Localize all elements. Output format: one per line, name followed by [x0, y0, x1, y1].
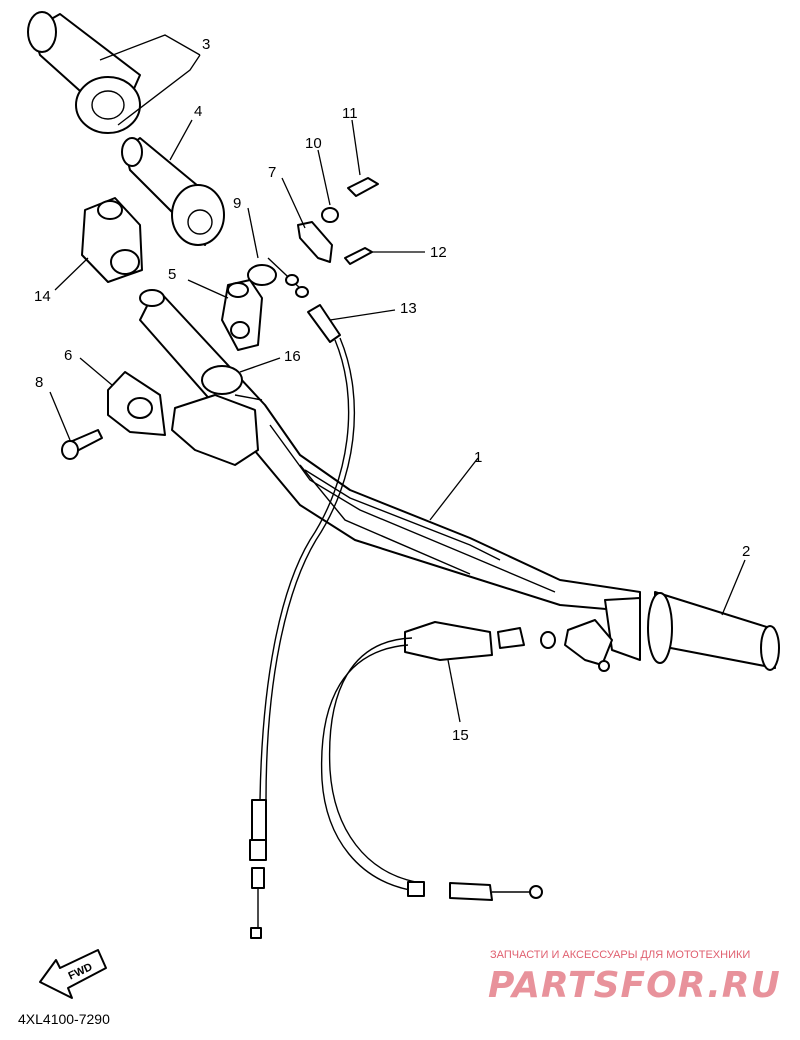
- throttle-housing: [171, 365, 263, 466]
- callout-3: 3: [202, 36, 210, 53]
- watermark-brand: PARTSFOR.RU: [488, 965, 781, 1006]
- screw-11: [347, 177, 379, 197]
- throttle-tube: [121, 137, 225, 246]
- callout-8: 8: [35, 374, 43, 391]
- collar-10: [321, 207, 339, 223]
- screw-12: [344, 247, 373, 265]
- part-code: 4XL4100-7290: [18, 1011, 110, 1027]
- callout-2: 2: [742, 543, 750, 560]
- clamp-lower: [107, 371, 166, 436]
- callout-11: 11: [342, 105, 358, 122]
- left-grip: [27, 11, 141, 134]
- throttle-housing-cap: [221, 279, 263, 351]
- leader-lines: [49, 34, 746, 723]
- callout-4: 4: [194, 103, 202, 120]
- callout-7: 7: [268, 164, 276, 181]
- callout-1: 1: [474, 449, 482, 466]
- throttle-cable: [249, 304, 356, 939]
- callout-14: 14: [34, 288, 51, 305]
- forward-arrow-icon: FWD: [39, 949, 107, 999]
- callouts: 3 4 11 10 7 9 12 5 14 13 6 16 8 1 2 15: [34, 36, 750, 744]
- callout-15: 15: [452, 727, 469, 744]
- clamp-upper: [81, 197, 143, 283]
- callout-9: 9: [233, 195, 241, 212]
- right-grip: [604, 591, 780, 671]
- watermark: ЗАПЧАСТИ И АКСЕССУАРЫ ДЛЯ МОТОТЕХНИКИ PA…: [488, 949, 781, 1006]
- watermark-tagline: ЗАПЧАСТИ И АКСЕССУАРЫ ДЛЯ МОТОТЕХНИКИ: [490, 949, 750, 961]
- cable-guide-7: [297, 221, 333, 263]
- callout-13: 13: [400, 300, 417, 317]
- bolt-8: [61, 429, 103, 460]
- callout-6: 6: [64, 347, 72, 364]
- clutch-cable: [320, 619, 613, 901]
- callout-16: 16: [284, 348, 301, 365]
- callout-5: 5: [168, 266, 176, 283]
- cable-adjuster-9: [247, 257, 309, 298]
- callout-10: 10: [305, 135, 322, 152]
- callout-12: 12: [430, 244, 447, 261]
